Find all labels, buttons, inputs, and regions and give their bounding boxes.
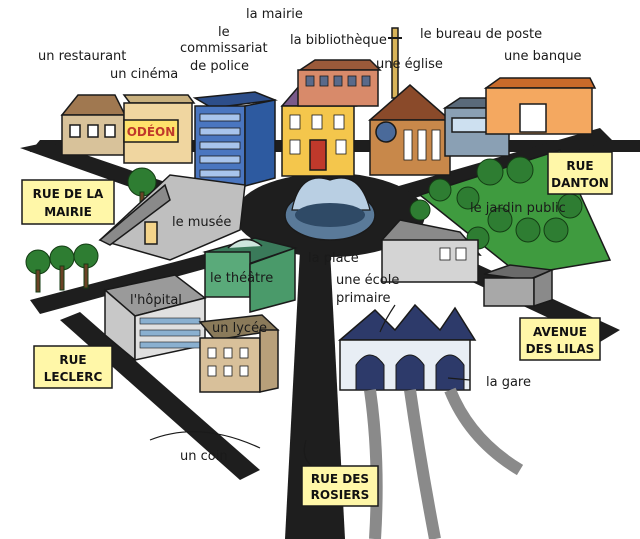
garden-trees [409, 156, 583, 250]
sign-avenue-des-lilas-line2: DES LILAS [526, 342, 595, 356]
label-place: la place [308, 251, 359, 266]
label-ecole-2: primaire [336, 291, 391, 306]
label-banque: une banque [504, 49, 582, 64]
label-commissariat-2: commissariat [180, 41, 268, 56]
label-cinema: un cinéma [110, 67, 178, 82]
building-cinema: ODÉON [122, 94, 196, 164]
label-eglise: une église [376, 57, 443, 72]
sign-rue-des-rosiers-line2: ROSIERS [311, 488, 370, 502]
building-ecole-primaire [380, 219, 482, 283]
building-theatre [202, 237, 298, 313]
building-lycee [198, 314, 280, 393]
label-restaurant: un restaurant [38, 49, 126, 64]
label-poste: le bureau de poste [420, 27, 542, 42]
building-commissariat [192, 91, 278, 187]
label-theatre: le théâtre [210, 271, 273, 286]
building-banque [483, 77, 597, 135]
cinema-sign-odeon: ODÉON [127, 124, 176, 139]
label-gare: la gare [486, 375, 531, 390]
building-musee [98, 174, 246, 261]
label-jardin: le jardin public [470, 201, 566, 216]
sign-rue-des-rosiers-line1: RUE DES [311, 472, 369, 486]
label-lycee: un lycée [212, 321, 267, 336]
sign-rue-danton: RUE DANTON [547, 151, 613, 195]
building-gare [337, 303, 477, 391]
label-commissariat-1: le [218, 25, 230, 40]
label-coin: un coin [180, 449, 228, 464]
label-bibliotheque: la bibliothèque [290, 33, 387, 48]
sign-avenue-des-lilas-line1: AVENUE [533, 325, 587, 339]
building-shed [483, 264, 555, 308]
sign-avenue-des-lilas: AVENUE DES LILAS [519, 317, 601, 361]
label-mairie: la mairie [246, 7, 303, 22]
building-bibliotheque [297, 59, 382, 107]
building-restaurant [60, 94, 127, 156]
label-ecole-1: une école [336, 273, 399, 288]
sign-rue-leclerc: RUE LECLERC [33, 345, 113, 389]
fountain-la-place [284, 177, 376, 241]
sign-rue-de-la-mairie-line1: RUE DE LA [33, 187, 104, 201]
label-musee: le musée [172, 215, 231, 230]
sign-rue-des-rosiers: RUE DES ROSIERS [301, 465, 379, 507]
building-hopital [103, 274, 207, 362]
sign-rue-de-la-mairie: RUE DE LA MAIRIE [21, 179, 115, 225]
label-commissariat-3: de police [190, 59, 249, 74]
sign-rue-leclerc-line1: RUE [59, 353, 86, 367]
label-hopital: l'hôpital [130, 293, 182, 308]
railway-tracks [364, 387, 524, 539]
road-rue-leclerc [30, 250, 230, 314]
sign-rue-de-la-mairie-line2: MAIRIE [44, 205, 92, 219]
building-eglise [368, 27, 452, 176]
sign-rue-danton-line2: DANTON [551, 176, 609, 190]
sign-rue-danton-line1: RUE [566, 159, 593, 173]
sign-rue-leclerc-line2: LECLERC [44, 370, 103, 384]
